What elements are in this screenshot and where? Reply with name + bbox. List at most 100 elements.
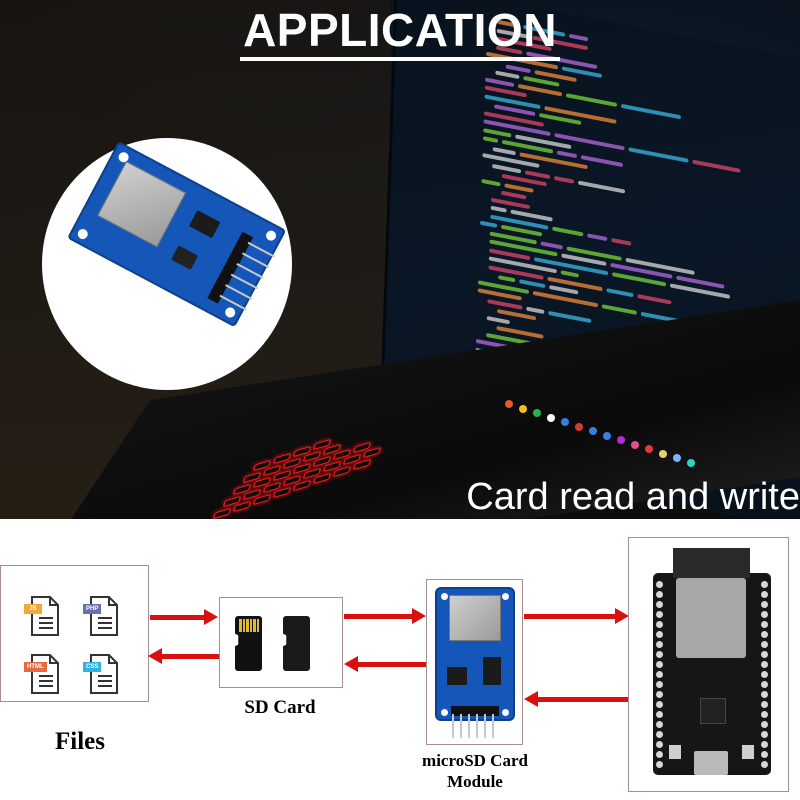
regulator-chip xyxy=(171,245,199,270)
regulator-chip xyxy=(447,667,467,685)
dock-app-icon xyxy=(645,445,653,453)
gpio-pin xyxy=(656,681,663,688)
code-text-line xyxy=(524,169,551,179)
level-shifter-chip xyxy=(188,210,221,239)
dock-app-icon xyxy=(533,409,541,417)
pin-header xyxy=(451,706,499,716)
code-text-line xyxy=(481,178,501,186)
code-text-line xyxy=(620,103,682,119)
module-pcb xyxy=(435,587,515,721)
gpio-pin xyxy=(656,621,663,628)
code-text-line xyxy=(577,179,626,194)
arrow-sdcard-to-files xyxy=(148,648,220,664)
gpio-pin xyxy=(761,731,768,738)
code-text-line xyxy=(601,303,638,315)
banner-title: APPLICATION xyxy=(0,3,800,61)
dock-app-icon xyxy=(561,418,569,426)
dock-app-icon xyxy=(589,427,597,435)
application-banner: APPLICATION Card read and write xyxy=(0,0,800,519)
gpio-pin xyxy=(761,641,768,648)
file-type-tag: JS xyxy=(24,604,42,614)
code-text-line xyxy=(610,237,632,246)
dock-app-icon xyxy=(575,422,583,431)
code-text-line xyxy=(556,150,577,159)
code-text-line xyxy=(532,290,598,307)
code-text-line xyxy=(637,293,672,305)
gpio-pin xyxy=(656,761,663,768)
gpio-pin xyxy=(761,581,768,588)
code-text-line xyxy=(526,306,545,314)
gpio-pin xyxy=(656,751,663,758)
code-text-line xyxy=(552,226,584,237)
code-text-line xyxy=(492,163,521,173)
code-text-line xyxy=(504,182,534,193)
code-text-line xyxy=(485,76,515,87)
gpio-pin xyxy=(656,601,663,608)
gpio-pin xyxy=(761,751,768,758)
gpio-pin xyxy=(656,591,663,598)
gpio-pin xyxy=(761,711,768,718)
gpio-pin xyxy=(656,721,663,728)
gpio-pin xyxy=(761,761,768,768)
code-text-line xyxy=(479,220,497,228)
gpio-pin xyxy=(656,701,663,708)
arrow-files-to-sdcard xyxy=(150,609,218,625)
module-photo-circle xyxy=(42,138,292,390)
gpio-pin xyxy=(656,581,663,588)
antenna-area xyxy=(673,548,750,578)
php-file-icon: PHP xyxy=(83,596,119,636)
code-text-line xyxy=(692,159,741,173)
en-button[interactable] xyxy=(669,745,681,759)
microsd-module-box xyxy=(426,579,523,745)
banner-subtitle: Card read and write xyxy=(466,476,800,518)
file-type-tag: HTML xyxy=(24,662,47,672)
code-text-line xyxy=(490,205,507,213)
code-text-line xyxy=(501,190,527,200)
code-text-line xyxy=(484,93,541,109)
gpio-pin xyxy=(656,671,663,678)
code-text-line xyxy=(519,279,546,289)
gpio-pin xyxy=(656,611,663,618)
esp32-box xyxy=(628,537,789,792)
code-text-line xyxy=(565,92,617,107)
gpio-pin xyxy=(761,601,768,608)
code-text-line xyxy=(486,315,510,324)
gpio-pin xyxy=(761,681,768,688)
microsd-card-back-icon xyxy=(283,616,310,671)
arrow-esp32-to-module xyxy=(524,691,628,707)
gpio-pin xyxy=(656,651,663,658)
code-text-line xyxy=(487,298,523,310)
dock-app-icon xyxy=(659,449,667,458)
sdcard-box xyxy=(219,597,343,688)
gpio-pin xyxy=(761,631,768,638)
header-pin xyxy=(452,714,454,738)
dock-app-icon xyxy=(547,413,555,422)
gpio-pin xyxy=(761,671,768,678)
gpio-pin xyxy=(761,721,768,728)
code-text-line xyxy=(495,70,520,80)
code-text-line xyxy=(492,146,516,155)
code-text-line xyxy=(628,147,689,163)
dock-app-icon xyxy=(603,431,611,440)
code-text-line xyxy=(548,310,592,323)
code-text-line xyxy=(540,240,563,250)
card-slot xyxy=(97,160,187,248)
boot-button[interactable] xyxy=(742,745,754,759)
gpio-pin xyxy=(761,661,768,668)
file-type-tag: PHP xyxy=(83,604,102,614)
dock-app-icon xyxy=(631,440,639,449)
code-text-line xyxy=(560,270,579,278)
dock-app-icon xyxy=(505,400,513,408)
code-text-line xyxy=(498,275,516,283)
code-text-line xyxy=(587,232,608,241)
header-pin xyxy=(468,714,470,738)
code-text-line xyxy=(482,136,499,144)
arrow-module-to-esp32 xyxy=(524,608,629,624)
header-pin xyxy=(460,714,462,738)
gpio-pin xyxy=(656,631,663,638)
code-text-line xyxy=(549,285,579,295)
code-text-line xyxy=(554,132,625,151)
gpio-pin xyxy=(761,701,768,708)
gpio-pin xyxy=(656,641,663,648)
gpio-pin xyxy=(656,691,663,698)
